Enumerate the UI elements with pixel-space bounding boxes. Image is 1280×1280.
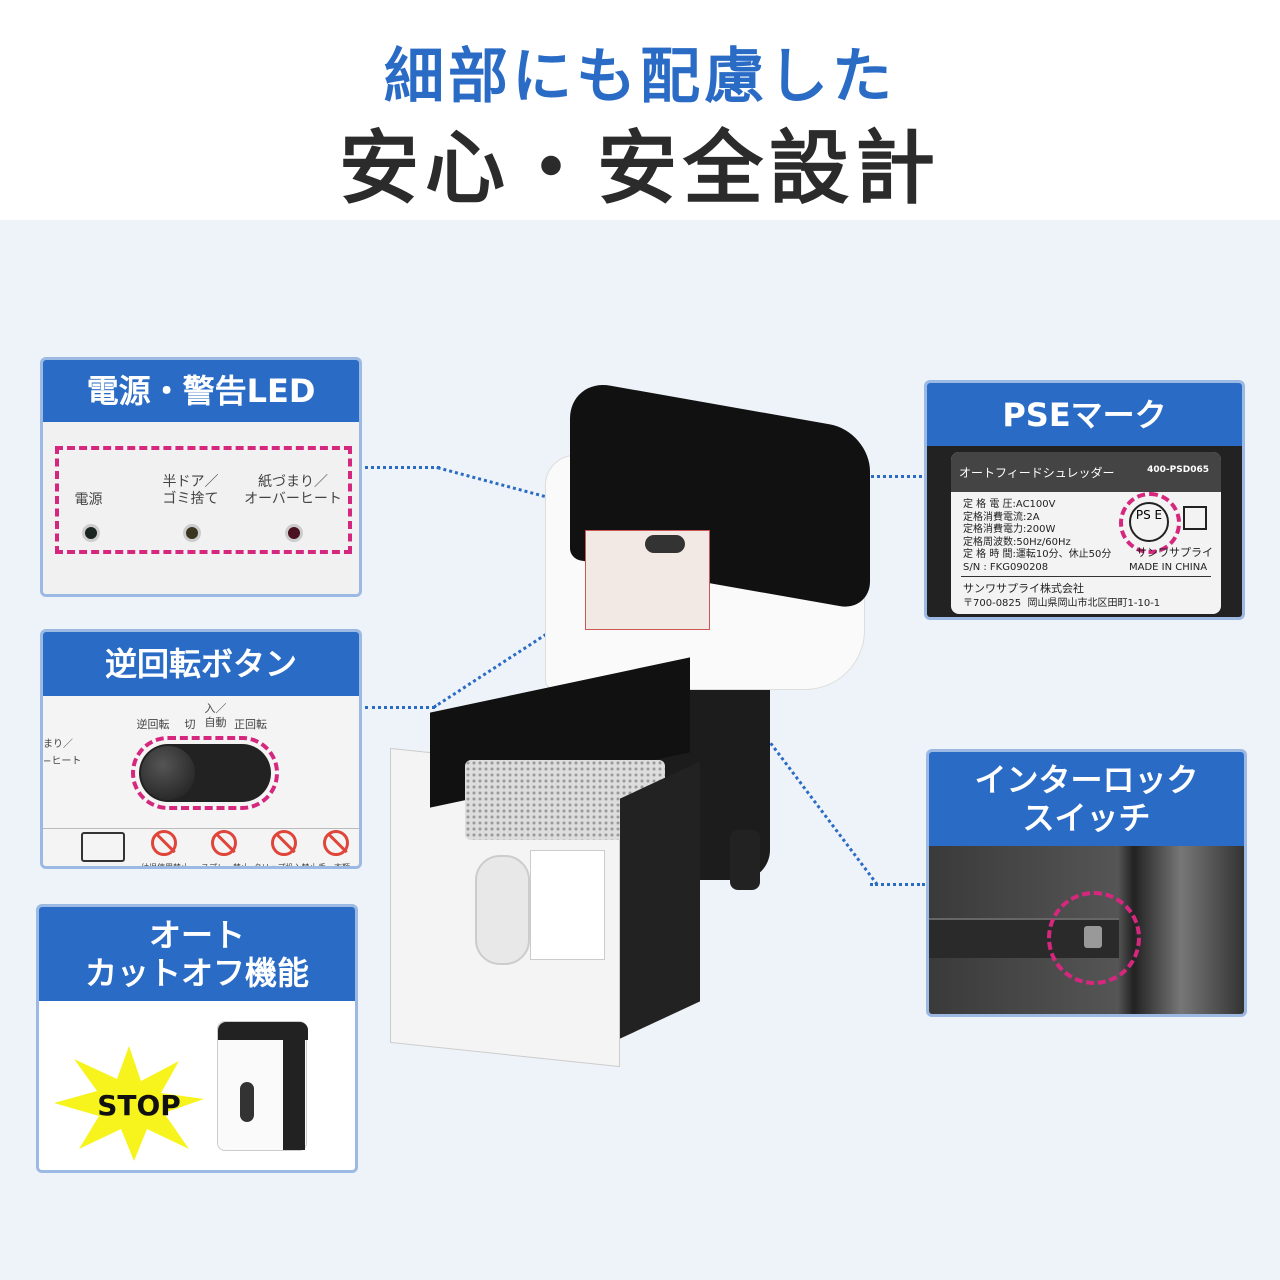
model-number: 400-PSD065 [1147, 465, 1209, 475]
no-spray-icon [211, 830, 237, 856]
reverse-switch[interactable] [139, 744, 271, 802]
double-square-icon [1183, 506, 1207, 530]
manual-icon [81, 832, 125, 862]
label-off: 切 [184, 718, 196, 731]
spec-line: 定格消費電力:200W [963, 524, 1056, 535]
connector-reverse [365, 706, 435, 709]
pse-panel: PSEマーク オートフィードシュレッダー 400-PSD065 定 格 電 圧:… [924, 380, 1245, 620]
brand-name: サンワサプライ [1136, 546, 1213, 559]
pse-panel-title: PSEマーク [927, 383, 1242, 446]
partial-label: まり／ −ヒート [43, 739, 82, 767]
title-line: カットオフ機能 [84, 954, 309, 992]
connector-led [365, 466, 440, 469]
interlock-photo [929, 846, 1244, 1014]
label-forward: 正回転 [234, 718, 267, 731]
no-hands-icon [323, 830, 349, 856]
title-line: スイッチ [1022, 799, 1151, 837]
stop-burst-icon [54, 1046, 204, 1161]
power-led [82, 524, 100, 542]
connector-interlock [870, 883, 925, 886]
rating-label: オートフィードシュレッダー 400-PSD065 定 格 電 圧:AC100V … [951, 452, 1221, 614]
switch-knob[interactable] [141, 746, 195, 800]
autocut-panel: オート カットオフ機能 STOP [36, 904, 358, 1173]
spec-line: 定 格 時 間:運転10分、休止50分 [963, 549, 1112, 560]
warning-label: 手、衣類、髪 [318, 863, 362, 869]
led-panel: 電源・警告LED 電源 半ドア／ ゴミ捨て 紙づまり／ オーバーヒート [40, 357, 362, 597]
title-line: オート [148, 916, 245, 954]
pse-mark-icon: PS E [1129, 502, 1169, 542]
led-label-power: 電源 [74, 492, 103, 508]
spec-line: 定格消費電流:2A [963, 511, 1040, 523]
title-line: インターロック [974, 761, 1199, 799]
connector-pse [852, 475, 922, 478]
led-panel-title: 電源・警告LED [43, 360, 359, 422]
label-auto: 入／ 自動 [204, 702, 227, 729]
autocut-panel-title: オート カットオフ機能 [39, 907, 355, 1001]
spec-line: 定 格 電 圧:AC100V [963, 499, 1056, 510]
led-label-jam: 紙づまり／ オーバーヒート [244, 474, 342, 507]
header: 細部にも配慮した 安心・安全設計 [0, 0, 1280, 220]
shredder-thumbnail [217, 1021, 308, 1151]
door-led [183, 524, 201, 542]
stop-label: STOP [97, 1089, 181, 1122]
company-name: サンワサプライ株式会社 [963, 582, 1084, 595]
no-clip-icon [271, 830, 297, 856]
highlight-box [55, 446, 352, 554]
product-name: オートフィードシュレッダー [959, 466, 1115, 480]
warning-label: クリップ投入禁止 [253, 863, 318, 869]
main-title: 安心・安全設計 [339, 122, 941, 215]
origin: MADE IN CHINA [1129, 562, 1208, 573]
jam-led [285, 524, 303, 542]
headline: 細部にも配慮した [384, 42, 896, 112]
interlock-panel: インターロック スイッチ [926, 749, 1247, 1017]
no-children-icon [151, 830, 177, 856]
spec-line: 定格周波数:50Hz/60Hz [963, 536, 1071, 548]
label-reverse: 逆回転 [136, 718, 170, 731]
pse-highlight [1119, 492, 1181, 554]
warning-label: 幼児使用禁止 [141, 863, 189, 869]
spec-line: S/N : FKG090208 [963, 561, 1049, 573]
reverse-panel-title: 逆回転ボタン [43, 632, 359, 696]
highlight-box [131, 736, 279, 810]
led-label-door: 半ドア／ ゴミ捨て [162, 474, 219, 507]
interlock-highlight [1047, 891, 1141, 985]
reverse-panel: 逆回転ボタン まり／ −ヒート 逆回転 切 入／ 自動 正回転 幼児使用禁止 ス… [40, 629, 362, 869]
shredder-image [390, 378, 880, 1068]
warning-label: スプレー禁止 [201, 863, 249, 869]
address: 〒700-0825 岡山県岡山市北区田町1-10-1 [963, 598, 1161, 609]
interlock-panel-title: インターロック スイッチ [929, 752, 1244, 846]
